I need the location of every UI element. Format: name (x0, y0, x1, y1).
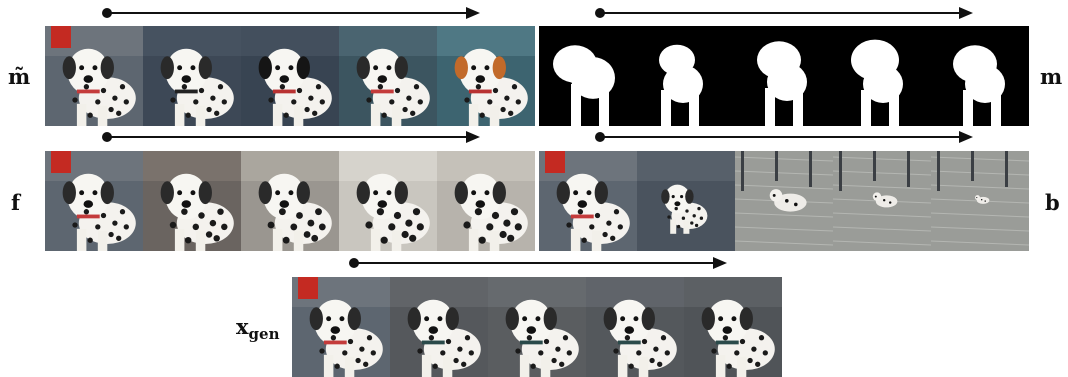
arrow-m-tilde (102, 6, 480, 20)
tile-m-tilde-5 (437, 26, 535, 126)
tile-b-4 (833, 151, 931, 251)
tile-m-2 (637, 26, 735, 126)
strip-m-tilde (45, 26, 535, 126)
tile-b-5 (931, 151, 1029, 251)
label-x-gen: xgen (236, 316, 279, 342)
tile-x-gen-2 (390, 277, 488, 377)
arrow-b (595, 130, 973, 144)
tile-x-gen-3 (488, 277, 586, 377)
tile-x-gen-4 (586, 277, 684, 377)
tile-m-5 (931, 26, 1029, 126)
tile-b-1 (539, 151, 637, 251)
label-m-tilde: m̃ (8, 66, 30, 87)
arrow-x-gen (349, 256, 727, 270)
strip-f (45, 151, 535, 251)
strip-b (539, 151, 1029, 251)
tile-f-3 (241, 151, 339, 251)
tile-b-2 (637, 151, 735, 251)
label-m: m (1040, 66, 1062, 87)
tile-m-3 (735, 26, 833, 126)
label-b: b (1045, 192, 1060, 213)
label-f: f (11, 192, 20, 213)
label-x-gen-sub: gen (249, 325, 280, 343)
label-x-gen-main: x (236, 314, 249, 339)
tile-f-2 (143, 151, 241, 251)
tile-m-tilde-2 (143, 26, 241, 126)
tile-x-gen-5 (684, 277, 782, 377)
tile-x-gen-1 (292, 277, 390, 377)
tile-m-tilde-1 (45, 26, 143, 126)
tile-m-1 (539, 26, 637, 126)
strip-x-gen (292, 277, 782, 377)
strip-m (539, 26, 1029, 126)
tile-f-1 (45, 151, 143, 251)
arrow-m (595, 6, 973, 20)
tile-m-tilde-3 (241, 26, 339, 126)
tile-m-4 (833, 26, 931, 126)
arrow-f (102, 130, 480, 144)
tile-f-4 (339, 151, 437, 251)
tile-b-3 (735, 151, 833, 251)
tile-m-tilde-4 (339, 26, 437, 126)
tile-f-5 (437, 151, 535, 251)
